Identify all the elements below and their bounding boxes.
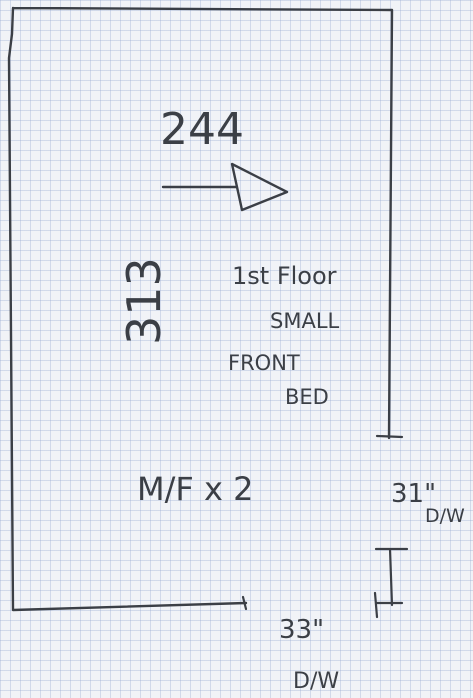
occupancy-label: M/F x 2 <box>137 470 253 508</box>
note-floor: 1st Floor <box>232 262 337 290</box>
room-outline <box>7 6 394 612</box>
right-wall-window-tick-top <box>375 434 404 439</box>
bottom-wall-end-tick <box>241 595 248 611</box>
width-label: 244 <box>160 104 244 155</box>
bottom-window-size: 33" <box>279 615 324 645</box>
entry-arrow-head <box>230 162 289 212</box>
right-wall-window-tick-bottom <box>373 547 409 619</box>
note-size: SMALL <box>270 309 340 333</box>
note-room-type: BED <box>285 385 329 409</box>
side-window-size: 31" <box>391 479 436 509</box>
side-window-type: D/W <box>425 505 465 527</box>
bottom-window-type: D/W <box>293 669 339 694</box>
depth-label: 313 <box>117 257 171 345</box>
note-position: FRONT <box>228 351 300 375</box>
